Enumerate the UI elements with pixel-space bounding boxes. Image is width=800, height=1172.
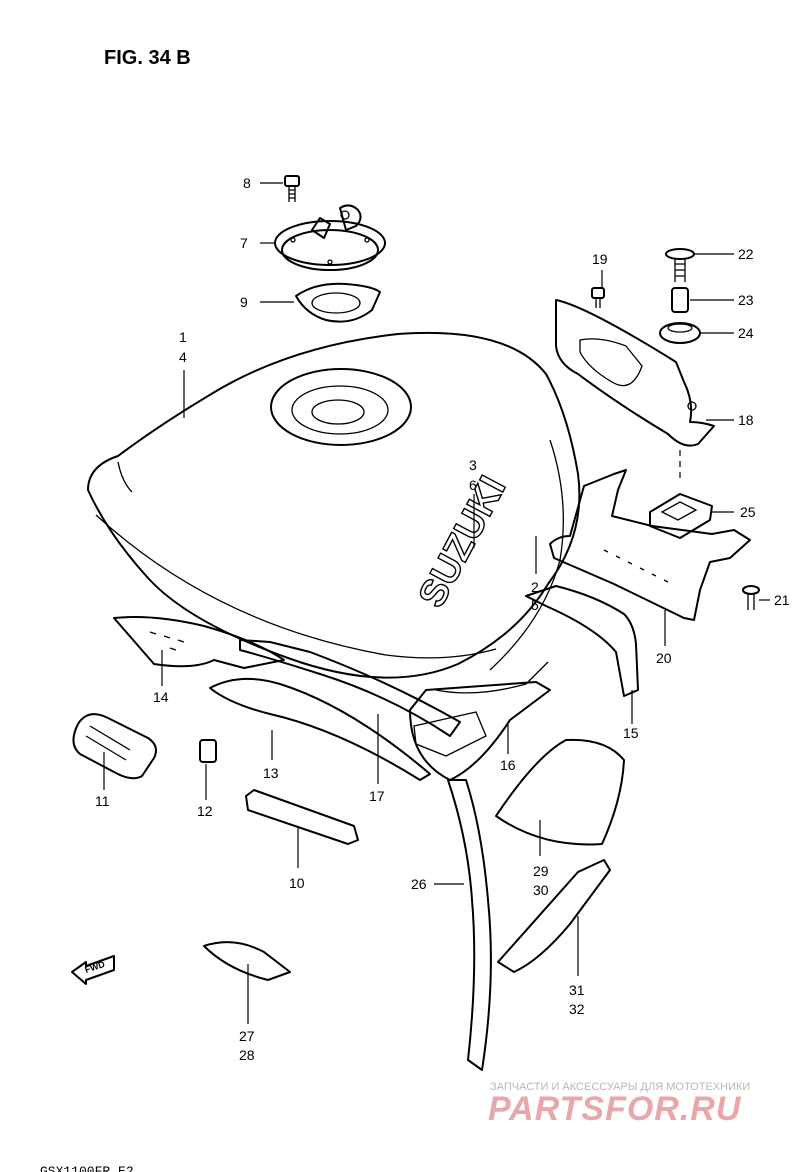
watermark-tagline: ЗАПЧАСТИ И АКСЕССУАРЫ ДЛЯ МОТОТЕХНИКИ (490, 1081, 750, 1093)
knee-pad-part-16 (409, 681, 551, 781)
fuel-cap-part-7 (274, 204, 386, 271)
decal-part-27-28 (203, 941, 291, 981)
callout-10: 10 (289, 875, 305, 891)
cushion-part-25 (649, 493, 713, 539)
callout-22: 22 (738, 246, 754, 262)
decal-part-29-30 (495, 738, 625, 846)
figure-title: FIG. 34 B (104, 47, 191, 69)
grommet-part-24 (659, 322, 701, 344)
callout-7: 7 (240, 235, 248, 251)
side-cover-part-15 (525, 585, 639, 697)
callout-18: 18 (738, 412, 754, 428)
leader-lines (103, 182, 770, 1024)
callout-16: 16 (500, 757, 516, 773)
callout-labels: 8 7 9 1 4 3 6 2 5 19 22 23 24 18 25 21 2… (95, 175, 790, 1063)
callout-9: 9 (240, 294, 248, 310)
bolt-part-8 (284, 175, 300, 202)
bolt-part-22 (665, 248, 695, 282)
callout-30: 30 (533, 882, 549, 898)
frame-cover-part-20 (549, 469, 751, 621)
callout-8: 8 (243, 175, 251, 191)
callout-26: 26 (411, 876, 427, 892)
callout-11: 11 (95, 793, 110, 809)
grommet-part-11 (72, 713, 157, 780)
bolt-part-19 (591, 287, 605, 308)
callout-5: 5 (531, 597, 539, 613)
callout-25: 25 (740, 504, 756, 520)
cushion-part-12 (199, 739, 217, 763)
callout-32: 32 (569, 1001, 585, 1017)
fuel-tank-part-1 (87, 331, 581, 694)
callout-4: 4 (179, 349, 187, 365)
fwd-arrow-icon: FWD (71, 955, 115, 985)
callout-14: 14 (153, 689, 169, 705)
callout-1: 1 (179, 329, 187, 345)
footer-model-code: GSX1100FR.E2 (40, 1164, 134, 1172)
tank-brand-emblem: SUZUKI (411, 470, 514, 615)
gasket-part-9 (295, 282, 381, 323)
callout-28: 28 (239, 1047, 255, 1063)
bracket-part-18 (555, 299, 715, 447)
callout-13: 13 (263, 765, 279, 781)
callout-15: 15 (623, 725, 639, 741)
callout-27: 27 (239, 1028, 255, 1044)
callout-12: 12 (197, 803, 213, 819)
callout-29: 29 (533, 863, 549, 879)
callout-23: 23 (738, 292, 754, 308)
hose-part-26 (447, 779, 492, 1071)
callout-6: 6 (469, 477, 477, 493)
fwd-label: FWD (84, 959, 107, 975)
emblem-part-14 (113, 616, 285, 669)
callout-31: 31 (569, 982, 585, 998)
callout-20: 20 (656, 650, 672, 666)
callout-17: 17 (369, 788, 385, 804)
trim-part-10 (245, 789, 359, 845)
callout-21: 21 (774, 592, 790, 608)
callout-24: 24 (738, 325, 754, 341)
decal-part-31-32 (497, 859, 611, 973)
callout-19: 19 (592, 251, 608, 267)
collar-part-23 (671, 287, 689, 313)
stripe-part-13 (209, 639, 461, 781)
screw-part-21 (742, 585, 760, 610)
callout-2: 2 (531, 579, 539, 595)
watermark-logo: PARTSFOR.RU (488, 1090, 742, 1128)
callout-3: 3 (469, 457, 477, 473)
